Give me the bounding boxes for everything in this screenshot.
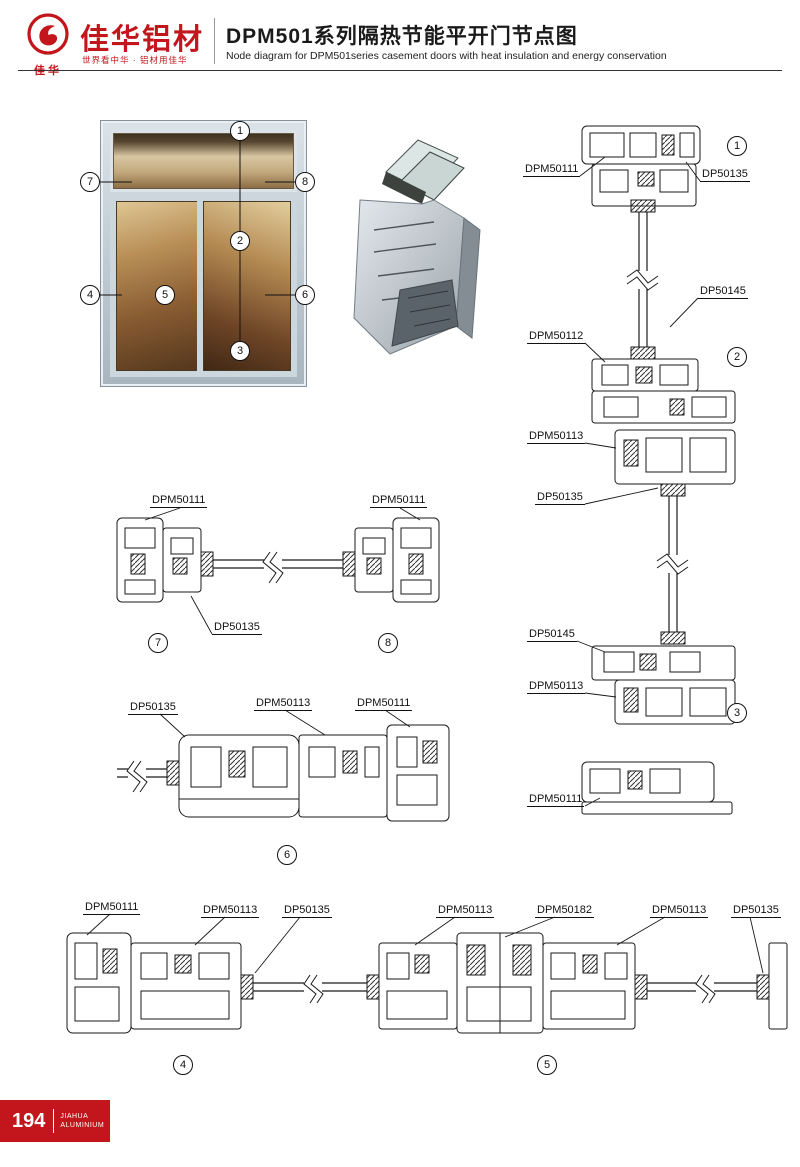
part-label: DPM50113 — [254, 697, 313, 711]
head-section-drawing — [116, 507, 440, 635]
footer-brand-top: JIAHUA — [60, 1112, 89, 1120]
part-label: DPM50112 — [527, 330, 586, 344]
brand-title: 佳华铝材 — [80, 24, 205, 56]
part-label: DPM50111 — [83, 901, 141, 915]
brand-logo: 佳华 — [24, 12, 72, 78]
window-callout-4: 4 — [80, 285, 100, 305]
page-footer: 194 JIAHUA ALUMINIUM — [0, 1100, 110, 1142]
part-label: DP50135 — [535, 491, 585, 505]
window-callout-7: 7 — [80, 172, 100, 192]
header-rule — [18, 70, 782, 71]
window-callout-5: 5 — [155, 285, 175, 305]
jamb-section-drawing — [117, 709, 450, 822]
page-title: DPM501系列隔热节能平开门节点图 — [226, 25, 578, 48]
header-divider — [214, 18, 215, 64]
window-callout-6: 6 — [295, 285, 315, 305]
footer-brand-bottom: ALUMINIUM — [60, 1122, 105, 1129]
logo-cn-text: 佳华 — [34, 65, 62, 77]
jiahua-logo-icon — [27, 13, 69, 55]
sill-section-drawing — [66, 913, 788, 1034]
part-label: DP50135 — [128, 701, 178, 715]
part-label: DPM50113 — [650, 904, 709, 918]
vertical-section-drawing — [576, 125, 736, 815]
part-label: DPM50111 — [355, 697, 413, 711]
window-fixed-pane — [110, 130, 297, 192]
profile-3d-image — [353, 139, 481, 355]
part-label: DPM50111 — [370, 494, 428, 508]
part-label: DPM50113 — [527, 430, 586, 444]
part-label: DPM50113 — [201, 904, 260, 918]
window-callout-1: 1 — [230, 121, 250, 141]
footer-brand: JIAHUA ALUMINIUM — [54, 1112, 104, 1131]
section-callout-3: 3 — [727, 703, 747, 723]
window-callout-2: 2 — [230, 231, 250, 251]
part-label: DPM50182 — [535, 904, 595, 918]
part-label: DPM50111 — [150, 494, 208, 508]
part-label: DP50135 — [282, 904, 332, 918]
brand-slogan: 世界看中华 · 铝材用佳华 — [82, 55, 188, 65]
part-label: DPM50111 — [527, 793, 585, 807]
part-label: DP50135 — [731, 904, 781, 918]
window-photo — [100, 120, 307, 387]
page-number: 194 — [12, 1109, 46, 1132]
section-callout-5: 5 — [537, 1055, 557, 1075]
window-callout-8: 8 — [295, 172, 315, 192]
part-label: DP50145 — [698, 285, 748, 299]
section-callout-4: 4 — [173, 1055, 193, 1075]
part-label: DPM50113 — [527, 680, 586, 694]
section-callout-8: 8 — [378, 633, 398, 653]
part-label: DP50135 — [212, 621, 262, 635]
part-label: DP50135 — [700, 168, 750, 182]
footer-divider — [53, 1109, 55, 1133]
part-label: DP50145 — [527, 628, 577, 642]
part-label: DPM50111 — [523, 163, 581, 177]
page-subtitle: Node diagram for DPM501series casement d… — [226, 50, 667, 62]
page-header: 佳华 佳华铝材 世界看中华 · 铝材用佳华 DPM501系列隔热节能平开门节点图… — [0, 0, 800, 78]
section-callout-6: 6 — [277, 845, 297, 865]
section-callout-1: 1 — [727, 136, 747, 156]
section-callout-2: 2 — [727, 347, 747, 367]
section-callout-7: 7 — [148, 633, 168, 653]
window-callout-3: 3 — [230, 341, 250, 361]
part-label: DPM50113 — [436, 904, 495, 918]
